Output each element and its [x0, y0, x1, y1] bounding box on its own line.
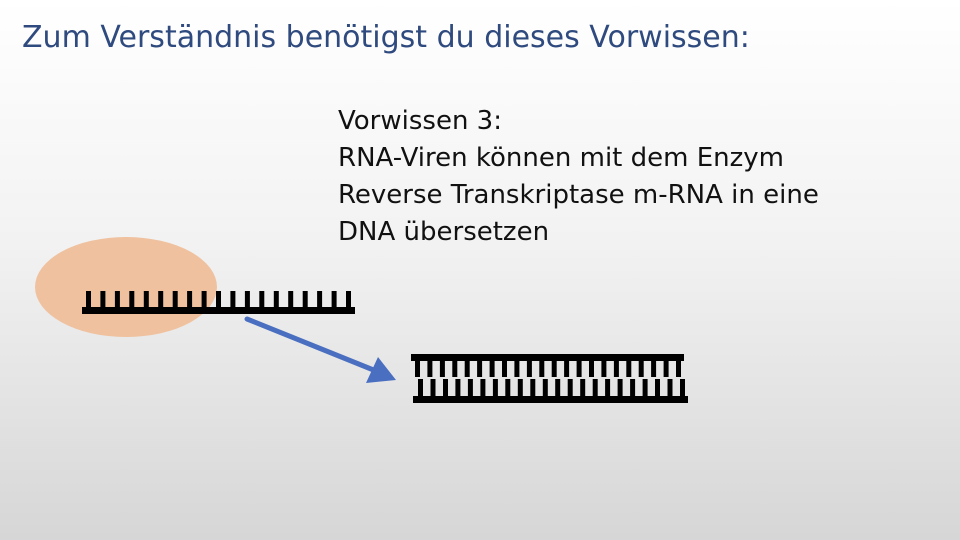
- dna-base-top: [663, 360, 669, 377]
- slide-title: Zum Verständnis benötigst du dieses Vorw…: [22, 20, 750, 55]
- dna-base-top: [439, 360, 445, 377]
- rna-base: [288, 291, 294, 308]
- dna-base-top: [427, 360, 433, 377]
- rna-teeth: [86, 291, 351, 308]
- dna-base-bottom: [517, 379, 523, 397]
- arrow-icon: [244, 316, 396, 383]
- dna-base-top: [626, 360, 632, 377]
- dna-base-bottom: [430, 379, 436, 397]
- rna-base: [129, 291, 135, 308]
- rna-base: [317, 291, 323, 308]
- dna-base-top: [464, 360, 470, 377]
- dna-base-top: [502, 360, 507, 377]
- dna-base-top: [551, 360, 557, 377]
- dna-base-top: [539, 360, 545, 377]
- dna-teeth-bottom: [418, 379, 685, 397]
- dna-base-top: [415, 360, 420, 377]
- dna-base-bottom: [555, 379, 561, 397]
- rna-base: [114, 291, 120, 308]
- highlight-ellipse: [35, 237, 217, 337]
- dna-base-bottom: [592, 379, 598, 397]
- rna-base: [100, 291, 106, 308]
- dna-base-bottom: [418, 379, 423, 397]
- dna-base-bottom: [505, 379, 511, 397]
- dna-base-top: [613, 360, 619, 377]
- rna-base: [216, 291, 221, 308]
- rna-base: [201, 291, 207, 308]
- dna-base-bottom: [667, 379, 673, 397]
- rna-base: [346, 291, 351, 308]
- dna-base-top: [589, 360, 594, 377]
- dna-base-bottom: [655, 379, 660, 397]
- dna-base-bottom: [642, 379, 648, 397]
- dna-base-bottom: [455, 379, 461, 397]
- rna-base: [273, 291, 279, 308]
- body-line-2: Reverse Transkriptase m-RNA in eine: [338, 180, 819, 210]
- rna-base: [172, 291, 178, 308]
- body-line-3: DNA übersetzen: [338, 217, 550, 247]
- dna-base-top: [514, 360, 520, 377]
- dna-base-bottom: [630, 379, 636, 397]
- dna-bottom-backbone: [413, 396, 688, 403]
- body-line-1: RNA-Viren können mit dem Enzym: [338, 143, 784, 173]
- dna-double-strand: [411, 354, 688, 403]
- dna-base-top: [638, 360, 644, 377]
- dna-base-top: [564, 360, 570, 377]
- body-text: Vorwissen 3: RNA-Viren können mit dem En…: [338, 103, 819, 251]
- rna-base: [187, 291, 193, 308]
- rna-base: [259, 291, 265, 308]
- dna-base-bottom: [480, 379, 486, 397]
- dna-base-top: [651, 360, 657, 377]
- rna-base: [331, 291, 337, 308]
- dna-base-bottom: [467, 379, 473, 397]
- dna-base-top: [489, 360, 495, 377]
- dna-top-backbone: [411, 354, 684, 361]
- body-line-heading: Vorwissen 3:: [338, 106, 502, 136]
- dna-base-bottom: [567, 379, 573, 397]
- rna-base: [230, 291, 236, 308]
- dna-base-top: [576, 360, 582, 377]
- dna-base-top: [676, 360, 681, 377]
- rna-base: [158, 291, 164, 308]
- rna-base: [143, 291, 149, 308]
- dna-base-bottom: [492, 379, 498, 397]
- rna-base: [244, 291, 250, 308]
- dna-base-bottom: [580, 379, 586, 397]
- rna-single-strand: [82, 291, 355, 314]
- dna-base-bottom: [443, 379, 448, 397]
- dna-base-top: [452, 360, 458, 377]
- dna-base-top: [477, 360, 483, 377]
- dna-base-bottom: [530, 379, 536, 397]
- dna-base-bottom: [542, 379, 548, 397]
- rna-base: [302, 291, 308, 308]
- rna-backbone: [82, 307, 355, 314]
- dna-teeth-top: [415, 360, 681, 377]
- dna-base-top: [601, 360, 607, 377]
- dna-base-bottom: [605, 379, 611, 397]
- dna-base-bottom: [617, 379, 623, 397]
- rna-base: [86, 291, 91, 308]
- dna-base-top: [526, 360, 532, 377]
- dna-base-bottom: [680, 379, 685, 397]
